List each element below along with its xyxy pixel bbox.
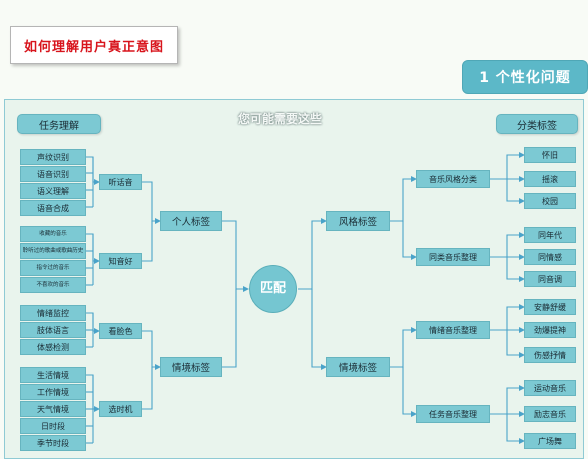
leaf-semantic-understanding: 语义理解 <box>20 183 86 199</box>
node-task-music: 任务音乐整理 <box>416 405 490 423</box>
node-right-situation-tag: 情境标签 <box>326 357 390 377</box>
right-header: 分类标签 <box>496 114 578 134</box>
leaf-season: 季节时段 <box>20 435 86 451</box>
node-style-tag: 风格标签 <box>326 211 390 231</box>
node-left-situation-tag: 情境标签 <box>160 357 222 377</box>
leaf-life-scenario: 生活情境 <box>20 367 86 383</box>
leaf-motivational-music: 励志音乐 <box>524 406 576 422</box>
leaf-energizing: 劲爆提神 <box>524 322 576 338</box>
leaf-speech-synthesis: 语音合成 <box>20 200 86 216</box>
node-similar-music: 同类音乐整理 <box>416 248 490 266</box>
node-face: 看脸色 <box>99 323 142 339</box>
leaf-listening-history: 聆听过的歌曲或歌曲历史 <box>20 243 86 259</box>
leaf-workout-music: 运动音乐 <box>524 380 576 396</box>
node-personal-tag: 个人标签 <box>160 211 222 231</box>
leaf-time-of-day: 日时段 <box>20 418 86 434</box>
leaf-work-scenario: 工作情境 <box>20 384 86 400</box>
page-title: 如何理解用户真正意图 <box>10 26 178 64</box>
leaf-motion-sensing: 体感检测 <box>20 339 86 355</box>
leaf-emotion-monitoring: 情绪监控 <box>20 305 86 321</box>
leaf-same-era: 同年代 <box>524 227 576 243</box>
leaf-same-key: 同音调 <box>524 271 576 287</box>
node-music-style: 音乐风格分类 <box>416 170 490 188</box>
leaf-square-dance: 广场舞 <box>524 433 576 449</box>
leaf-weather-scenario: 天气情境 <box>20 401 86 417</box>
leaf-calm-soothing: 安静舒缓 <box>524 299 576 315</box>
leaf-commanded-music: 指令过的音乐 <box>20 260 86 276</box>
leaf-body-language: 肢体语言 <box>20 322 86 338</box>
leaf-favorite-music: 收藏的音乐 <box>20 226 86 242</box>
node-mood-music: 情绪音乐整理 <box>416 321 490 339</box>
leaf-disliked-music: 不喜欢的音乐 <box>20 277 86 293</box>
node-timing: 选时机 <box>99 401 142 417</box>
suggestion-hint: 您可能需要这些 <box>237 112 322 126</box>
match-hub: 匹配 <box>249 265 297 313</box>
leaf-voiceprint: 声纹识别 <box>20 149 86 165</box>
leaf-sentimental: 伤感抒情 <box>524 347 576 363</box>
leaf-speech-recognition: 语音识别 <box>20 166 86 182</box>
leaf-same-emotion: 同情感 <box>524 249 576 265</box>
leaf-nostalgia: 怀旧 <box>524 147 576 163</box>
node-taste: 知音好 <box>99 253 142 269</box>
node-listen: 听话音 <box>99 174 142 190</box>
section-banner: 1 个性化问题 <box>462 60 588 94</box>
leaf-rock: 摇滚 <box>524 171 576 187</box>
leaf-campus: 校园 <box>524 193 576 209</box>
left-header: 任务理解 <box>17 114 101 134</box>
